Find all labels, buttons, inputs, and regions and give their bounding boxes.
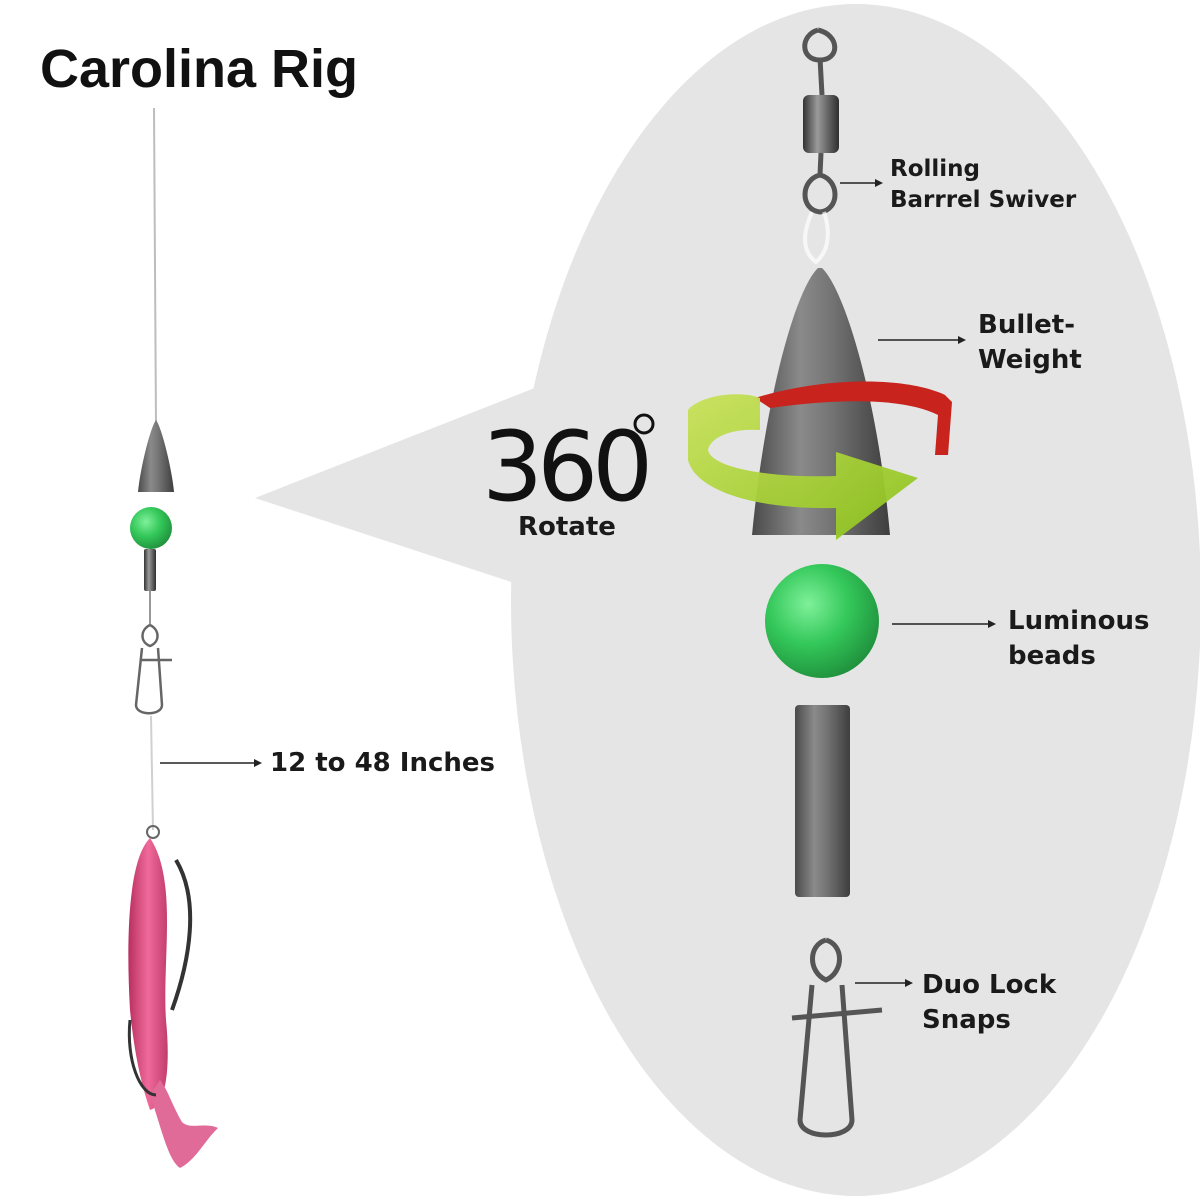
small-snap-icon [134, 623, 172, 715]
snaps-label-line-2: Snaps [922, 1005, 1011, 1035]
snaps-label: Duo Lock Snaps [922, 968, 1056, 1038]
swivel-pointer [840, 179, 883, 187]
snaps-label-line-1: Duo Lock [922, 970, 1057, 1000]
soft-lure-icon [127, 838, 218, 1168]
weight-label-line-1: Bullet- [978, 310, 1076, 340]
sleeve-icon [795, 705, 850, 897]
beads-label: Luminous beads [1008, 604, 1149, 674]
page-title: Carolina Rig [40, 39, 359, 99]
beads-label-line-1: Luminous [1008, 606, 1150, 636]
leader-length-label: 12 to 48 Inches [270, 748, 496, 778]
weight-label-line-2: Weight [978, 345, 1082, 375]
fishing-line [153, 107, 157, 426]
weight-label: Bullet- Weight [978, 308, 1082, 378]
weight-pointer [878, 336, 966, 344]
small-sleeve-icon [144, 549, 156, 591]
rotation-value: 360 [482, 411, 647, 523]
degree-symbol-icon [633, 413, 655, 435]
leader-line [150, 715, 154, 831]
bead-icon [765, 564, 879, 678]
rotation-arrow-icon [688, 381, 952, 540]
small-bullet-weight-icon [138, 420, 174, 492]
assembled-rig [127, 107, 262, 1168]
bead-pointer [892, 620, 996, 628]
snap-pointer [855, 979, 913, 987]
swivel-label-line-2: Barrrel Swiver [890, 187, 1077, 213]
swivel-label-line-1: Rolling [890, 156, 981, 182]
rotate-label: Rotate [518, 512, 616, 542]
beads-label-line-2: beads [1008, 641, 1096, 671]
snap-icon [791, 937, 883, 1138]
small-bead-icon [130, 507, 172, 549]
swivel-label: Rolling Barrrel Swiver [890, 154, 1076, 216]
swivel-icon [802, 27, 839, 265]
